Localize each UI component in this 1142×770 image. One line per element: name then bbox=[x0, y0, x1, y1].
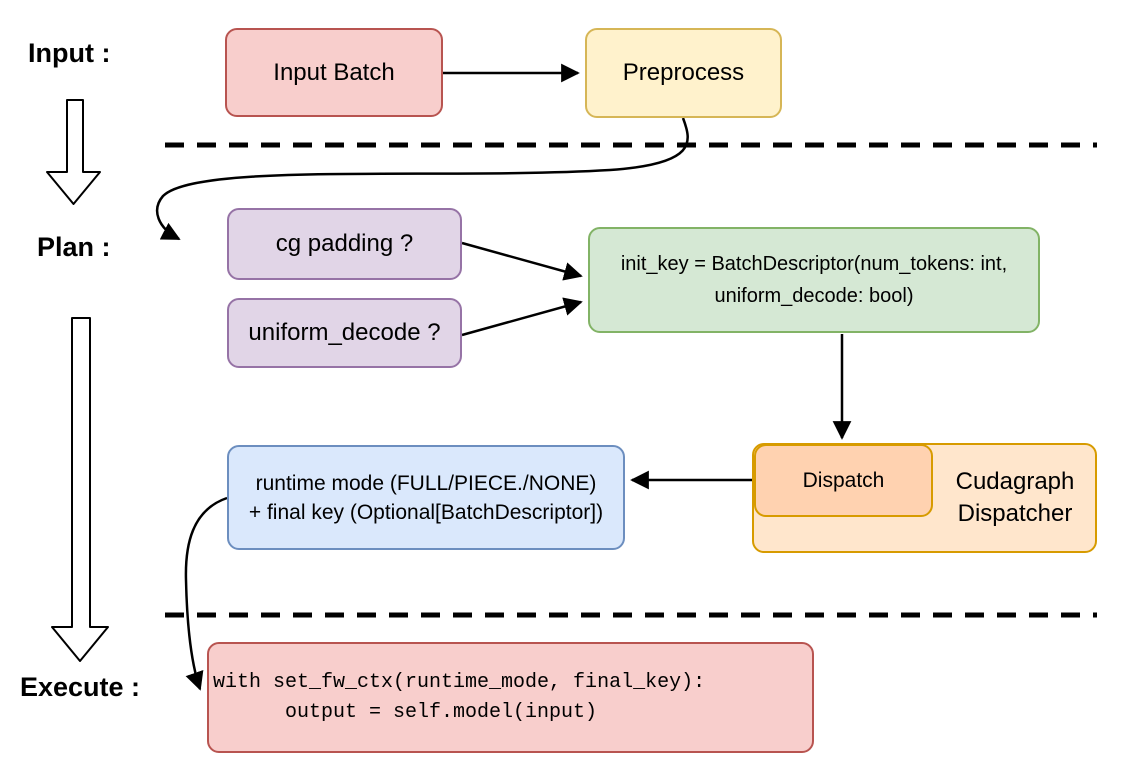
runtime-mode-line1: runtime mode (FULL/PIECE./NONE) bbox=[255, 471, 597, 495]
cudagraph-dispatcher-label: Cudagraph Dispatcher bbox=[933, 443, 1097, 553]
init-key-node: init_key = BatchDescriptor(num_tokens: i… bbox=[588, 227, 1040, 333]
dispatch-node: Dispatch bbox=[754, 444, 933, 517]
cudagraph-line1: Cudagraph bbox=[955, 468, 1075, 495]
cg-padding-node: cg padding ? bbox=[227, 208, 462, 280]
init-key-line2: uniform_decode: bool) bbox=[714, 285, 914, 307]
cudagraph-line2: Dispatcher bbox=[957, 500, 1073, 527]
init-key-line1: init_key = BatchDescriptor(num_tokens: i… bbox=[620, 253, 1008, 275]
execute-code-line2: output = self.model(input) bbox=[213, 700, 598, 724]
arrow-uniform-decode-to-init-key bbox=[461, 297, 583, 337]
runtime-mode-line2: + final key (Optional[BatchDescriptor]) bbox=[248, 500, 604, 524]
stage-arrow-input-icon bbox=[46, 99, 101, 205]
arrow-runtime-mode-to-execute-code bbox=[184, 496, 228, 691]
runtime-mode-node: runtime mode (FULL/PIECE./NONE) + final … bbox=[227, 445, 625, 550]
stage-label-plan: Plan : bbox=[37, 232, 111, 262]
stage-label-execute: Execute : bbox=[20, 672, 141, 702]
stage-label-input: Input : bbox=[28, 38, 111, 68]
stage-arrow-plan-icon bbox=[51, 317, 109, 662]
arrow-preprocess-to-cg-padding bbox=[156, 117, 689, 241]
execute-code-line1: with set_fw_ctx(runtime_mode, final_key)… bbox=[213, 670, 706, 694]
execute-code-node: with set_fw_ctx(runtime_mode, final_key)… bbox=[207, 642, 814, 753]
arrow-cg-padding-to-init-key bbox=[461, 241, 583, 281]
preprocess-node: Preprocess bbox=[585, 28, 782, 118]
uniform-decode-node: uniform_decode ? bbox=[227, 298, 462, 368]
input-batch-node: Input Batch bbox=[225, 28, 443, 117]
